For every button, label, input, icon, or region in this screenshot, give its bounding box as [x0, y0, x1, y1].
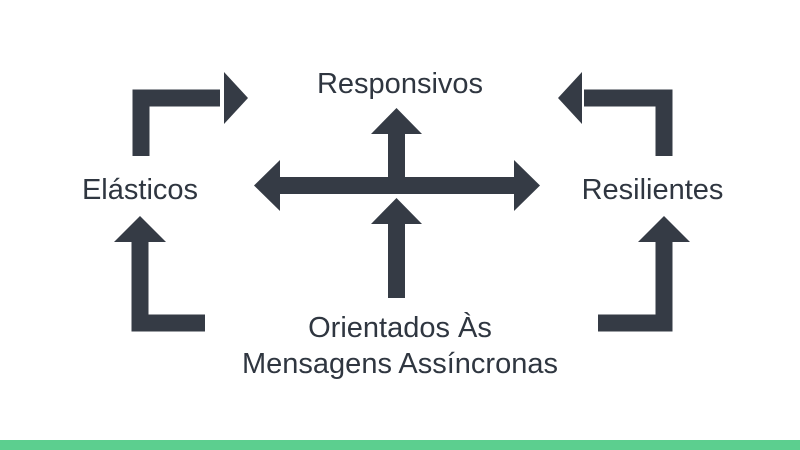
node-orientados-line2: Mensagens Assíncronas [242, 348, 558, 380]
node-orientados-mensagens: Orientados Às Mensagens Assíncronas [200, 310, 600, 382]
arrow-mensagens-to-elasticos [131, 240, 205, 332]
arrowhead-resilientes-to-responsivos [558, 72, 582, 124]
arrow-mensagens-to-resilientes [598, 240, 673, 332]
arrowhead-mensagens-to-resilientes [638, 216, 690, 242]
node-resilientes: Resilientes [581, 174, 724, 206]
arrow-vertical-up-shaft [388, 132, 405, 182]
node-elasticos: Elásticos [81, 174, 199, 206]
arrowhead-mensagens-to-elasticos [114, 216, 166, 242]
arrow-horizontal-shaft [278, 177, 518, 194]
arrowhead-vertical-up [371, 108, 422, 134]
arrowhead-vertical-bottom [371, 198, 422, 224]
node-responsivos: Responsivos [316, 68, 484, 100]
arrowhead-horizontal-right [514, 160, 540, 211]
arrowhead-elasticos-to-responsivos [224, 72, 248, 124]
arrow-vertical-bottom-shaft [388, 222, 405, 298]
arrowhead-horizontal-left [254, 160, 280, 211]
node-orientados-line1: Orientados Às [308, 312, 492, 344]
accent-bar [0, 440, 800, 450]
arrow-elasticos-to-responsivos [132, 89, 220, 156]
arrow-resilientes-to-responsivos [584, 89, 673, 156]
